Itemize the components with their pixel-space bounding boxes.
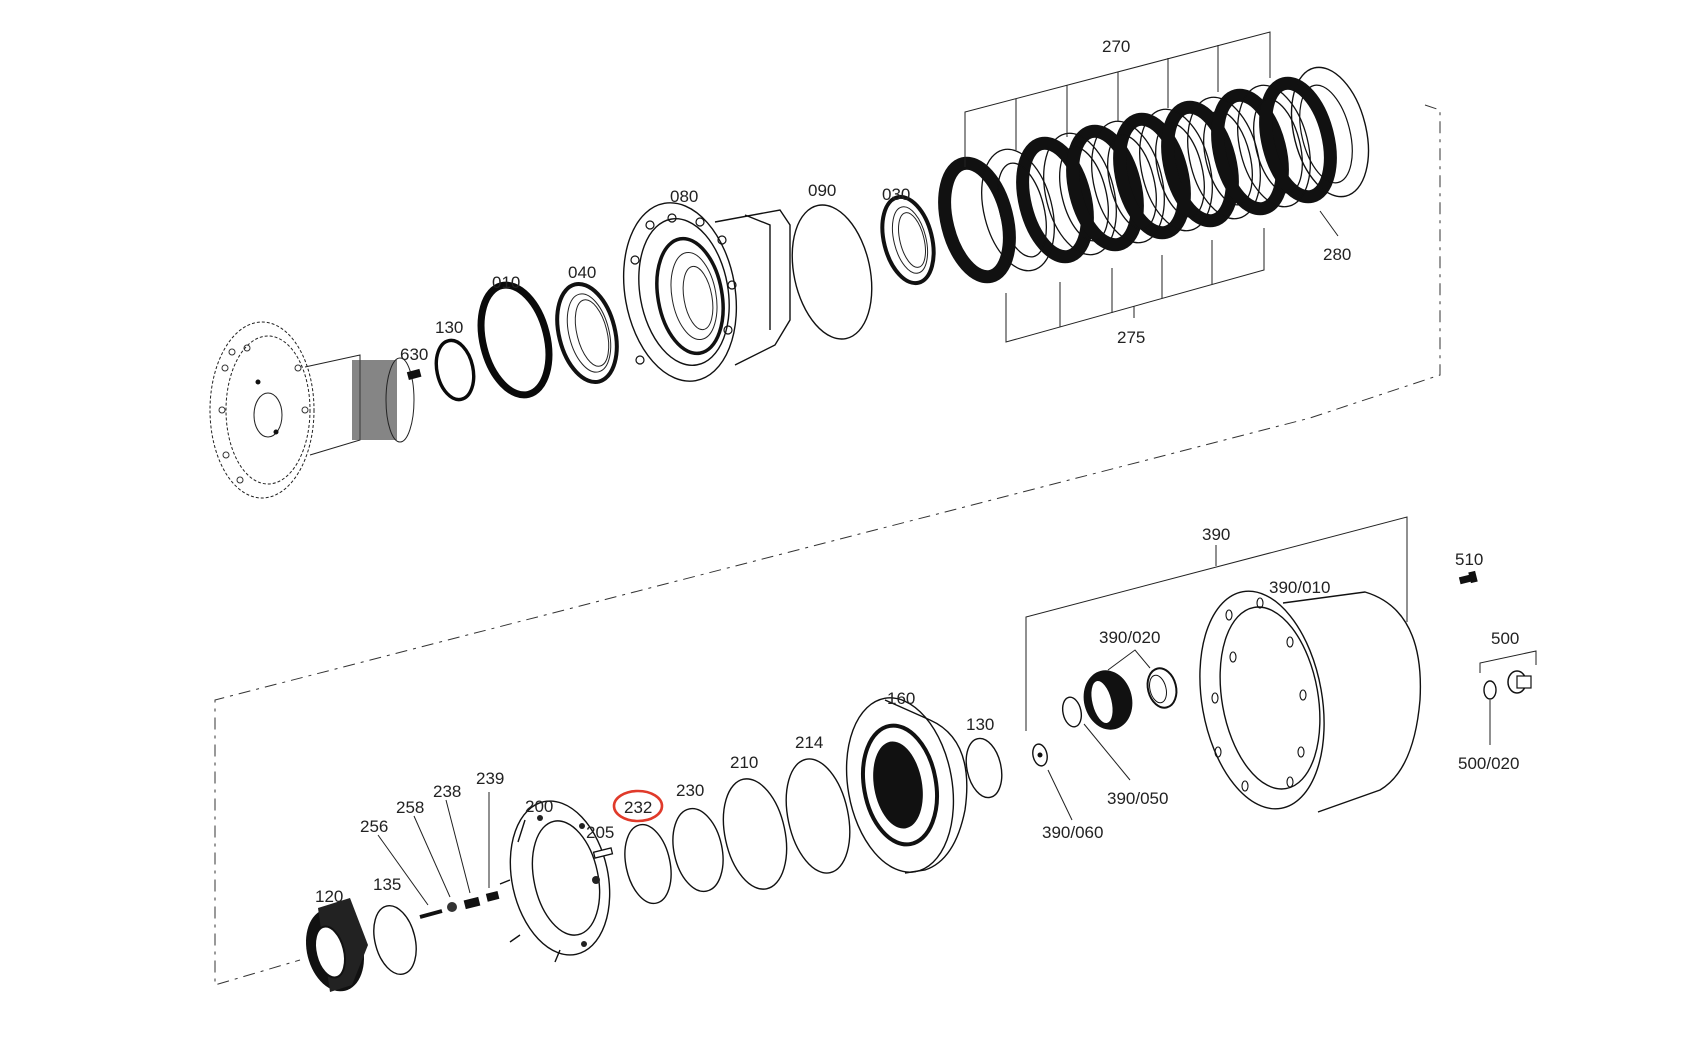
part-130-upper[interactable]: 130 [431,318,479,403]
part-270-friction-discs[interactable] [934,76,1341,284]
part-label-030[interactable]: 030 [882,185,910,204]
part-label-256[interactable]: 256 [360,817,388,836]
part-label-390[interactable]: 390 [1202,525,1230,544]
part-label-200[interactable]: 200 [525,797,553,816]
part-390-010[interactable]: 390/010 [1184,578,1422,819]
part-205[interactable]: 205 [586,823,614,859]
part-120[interactable]: 120 [298,887,373,998]
part-630[interactable]: 630 [400,345,428,381]
part-label-090[interactable]: 090 [808,181,836,200]
part-510[interactable]: 510 [1455,550,1483,585]
leader-bracket-275 [1005,228,1265,343]
part-238[interactable]: 238 [433,782,481,910]
clutch-disc-pack: 270 275 280 [934,31,1381,347]
part-label-510[interactable]: 510 [1455,550,1483,569]
output-flange-shaft [209,321,415,499]
part-080[interactable]: 080 [610,187,791,390]
part-label-238[interactable]: 238 [433,782,461,801]
part-258[interactable]: 258 [396,798,457,912]
highlight-circle [612,789,664,823]
part-label-130-lower[interactable]: 130 [966,715,994,734]
part-239[interactable]: 239 [476,769,504,902]
part-label-230[interactable]: 230 [676,781,704,800]
part-label-390-010[interactable]: 390/010 [1269,578,1330,597]
part-label-232[interactable]: 232 [624,798,652,817]
part-label-630[interactable]: 630 [400,345,428,364]
leader-bracket-270 [964,31,1271,167]
part-label-080[interactable]: 080 [670,187,698,206]
part-label-390-060[interactable]: 390/060 [1042,823,1103,842]
part-135[interactable]: 135 [367,875,423,979]
part-label-390-020[interactable]: 390/020 [1099,628,1160,647]
part-390-050[interactable]: 390/050 [1060,695,1168,808]
part-label-040[interactable]: 040 [568,263,596,282]
part-010[interactable]: 010 [470,273,559,402]
part-390-020[interactable]: 390/020 [1077,628,1180,735]
part-label-390-050[interactable]: 390/050 [1107,789,1168,808]
part-label-160[interactable]: 160 [887,689,915,708]
part-214[interactable]: 214 [777,733,860,879]
part-090[interactable]: 090 [781,181,884,346]
part-label-210[interactable]: 210 [730,753,758,772]
part-230[interactable]: 230 [666,781,730,896]
part-label-214[interactable]: 214 [795,733,823,752]
part-210[interactable]: 210 [714,753,796,895]
part-500[interactable]: 500 [1479,629,1537,694]
part-label-130-upper[interactable]: 130 [435,318,463,337]
part-label-280[interactable]: 280 [1323,245,1351,264]
part-label-120[interactable]: 120 [315,887,343,906]
part-label-275[interactable]: 275 [1117,328,1145,347]
part-280-end-plate[interactable] [1279,59,1381,204]
part-label-258[interactable]: 258 [396,798,424,817]
part-500-020[interactable]: 500/020 [1458,680,1519,773]
part-label-205[interactable]: 205 [586,823,614,842]
part-200[interactable]: 200 [497,792,623,965]
part-256[interactable]: 256 [360,817,443,919]
leader-bracket-390 [1025,516,1408,731]
part-130-lower[interactable]: 130 [961,715,1007,801]
part-label-239[interactable]: 239 [476,769,504,788]
part-label-010[interactable]: 010 [492,273,520,292]
part-232[interactable]: 232 [612,789,678,908]
part-label-500-020[interactable]: 500/020 [1458,754,1519,773]
part-030[interactable]: 030 [874,185,942,288]
part-label-270[interactable]: 270 [1102,37,1130,56]
part-390-060[interactable]: 390/060 [1031,743,1104,842]
part-label-135[interactable]: 135 [373,875,401,894]
part-040[interactable]: 040 [548,263,627,388]
part-label-500[interactable]: 500 [1491,629,1519,648]
part-275-steel-plates[interactable] [970,78,1322,279]
dashed-assembly-axis [214,104,1441,986]
part-160[interactable]: 160 [834,689,968,881]
